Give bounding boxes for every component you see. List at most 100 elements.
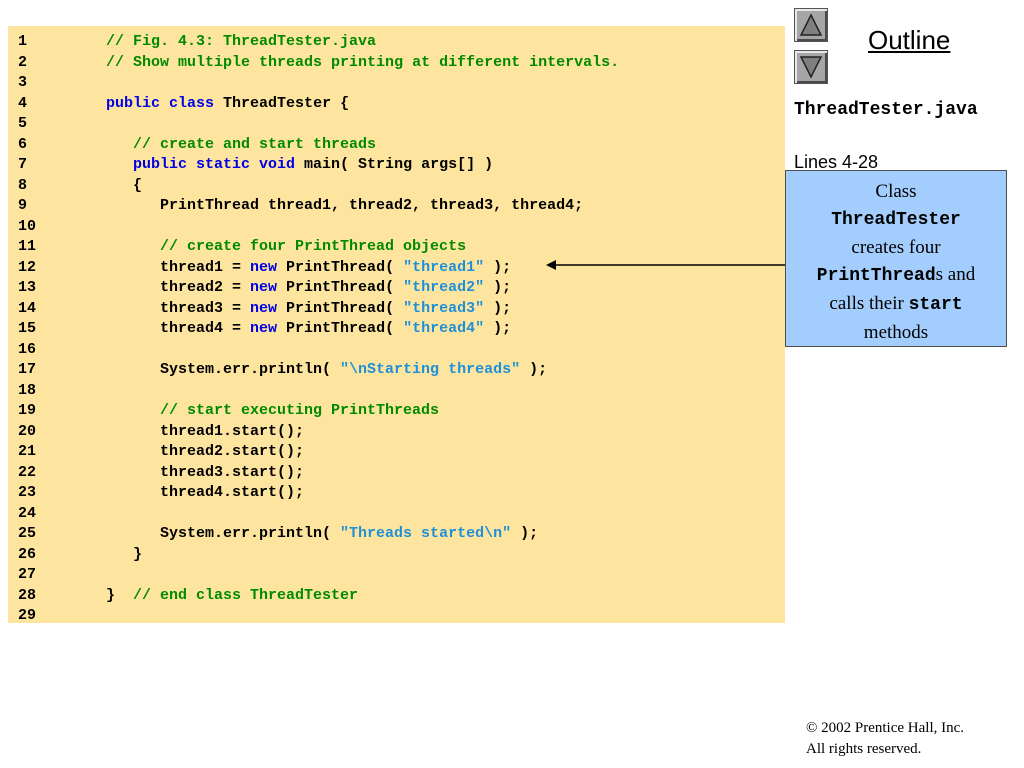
code-line: 10 bbox=[8, 217, 70, 237]
code-line: 3 bbox=[8, 73, 70, 93]
code-token: thread4 = bbox=[70, 320, 251, 337]
triangle-down-icon bbox=[799, 56, 823, 79]
code-token bbox=[70, 238, 160, 255]
code-token: "\nStarting threads" bbox=[340, 361, 521, 378]
code-token bbox=[70, 33, 106, 50]
code-token: main( String args[] ) bbox=[295, 156, 494, 173]
code-token bbox=[70, 402, 160, 419]
code-token: PrintThread( bbox=[277, 258, 404, 276]
code-line: 25 System.err.println( "Threads started\… bbox=[8, 524, 538, 544]
code-token: ); bbox=[484, 279, 512, 296]
line-number: 12 bbox=[18, 258, 37, 276]
code-token bbox=[70, 54, 106, 71]
code-line: 20 thread1.start(); bbox=[8, 422, 304, 442]
code-token: thread1 = bbox=[70, 258, 251, 276]
code-token bbox=[70, 136, 133, 153]
line-number: 3 bbox=[18, 74, 28, 91]
code-token: PrintThread thread1, thread2, thread3, t… bbox=[70, 197, 584, 214]
code-token: PrintThread( bbox=[277, 279, 404, 296]
code-token: "thread2" bbox=[403, 279, 485, 296]
code-line: 24 bbox=[8, 504, 70, 524]
code-token: ); bbox=[484, 299, 512, 317]
callout-text: creates four bbox=[851, 237, 941, 258]
code-line: 6 // create and start threads bbox=[8, 135, 376, 155]
callout-text: Class bbox=[875, 181, 917, 202]
code-token: thread4.start(); bbox=[70, 484, 305, 501]
code-line: 11 // create four PrintThread objects bbox=[8, 237, 466, 257]
code-line: 5 bbox=[8, 114, 70, 134]
code-token: PrintThread( bbox=[277, 299, 404, 317]
code-token: ThreadTester { bbox=[214, 94, 350, 112]
code-line: 29 bbox=[8, 606, 70, 626]
code-line: 2 // Show multiple threads printing at d… bbox=[8, 53, 619, 73]
code-token: { bbox=[70, 176, 143, 194]
line-number: 21 bbox=[18, 443, 37, 460]
line-number: 10 bbox=[18, 217, 37, 235]
code-token: new bbox=[250, 320, 278, 337]
code-line: 8 { bbox=[8, 176, 142, 196]
copyright-line: © 2002 Prentice Hall, Inc. bbox=[806, 720, 965, 736]
code-line: 28 } // end class ThreadTester bbox=[8, 586, 358, 606]
next-slide-button[interactable] bbox=[794, 50, 828, 84]
code-listing-panel bbox=[8, 26, 785, 623]
code-line: 27 bbox=[8, 565, 70, 585]
line-number: 15 bbox=[18, 320, 37, 337]
line-number: 27 bbox=[18, 566, 37, 583]
code-token: thread2.start(); bbox=[70, 443, 305, 460]
code-token: System.err.println( bbox=[70, 361, 341, 378]
code-token bbox=[70, 95, 106, 112]
code-line: 22 thread3.start(); bbox=[8, 463, 304, 483]
code-token: new bbox=[250, 258, 278, 276]
code-line: 13 thread2 = new PrintThread( "thread2" … bbox=[8, 278, 511, 298]
code-token: "Threads started\n" bbox=[340, 525, 512, 542]
code-token: System.err.println( bbox=[70, 525, 341, 542]
line-number: 9 bbox=[18, 197, 28, 214]
code-token: // create and start threads bbox=[133, 135, 377, 153]
line-number: 28 bbox=[18, 586, 37, 604]
previous-slide-button[interactable] bbox=[794, 8, 828, 42]
code-token: // start executing PrintThreads bbox=[160, 402, 440, 419]
code-token: "thread4" bbox=[403, 320, 485, 337]
rights-line: All rights reserved. bbox=[806, 741, 922, 757]
code-token: thread2 = bbox=[70, 279, 251, 296]
outline-title[interactable]: Outline bbox=[868, 25, 951, 55]
line-number: 26 bbox=[18, 545, 37, 563]
code-line: 19 // start executing PrintThreads bbox=[8, 401, 439, 421]
line-number: 1 bbox=[18, 33, 28, 50]
callout-text: methods bbox=[863, 322, 929, 343]
code-line: 26 } bbox=[8, 545, 142, 565]
code-line: 23 thread4.start(); bbox=[8, 483, 304, 503]
line-number: 25 bbox=[18, 525, 37, 542]
callout-code: start bbox=[908, 295, 963, 315]
line-number: 11 bbox=[18, 238, 37, 255]
callout-code: ThreadTester bbox=[831, 210, 961, 230]
code-token: thread3 = bbox=[70, 299, 251, 317]
line-number: 14 bbox=[18, 299, 37, 317]
callout-code: PrintThread bbox=[816, 266, 936, 286]
callout-text: calls their bbox=[829, 293, 904, 314]
code-token: new bbox=[250, 279, 278, 296]
code-line: 1 // Fig. 4.3: ThreadTester.java bbox=[8, 32, 376, 52]
code-token: ); bbox=[511, 525, 539, 542]
line-number: 16 bbox=[18, 340, 37, 358]
line-number: 2 bbox=[18, 53, 28, 71]
code-token bbox=[70, 156, 133, 173]
code-token: } bbox=[70, 545, 143, 563]
line-number: 29 bbox=[18, 607, 37, 624]
code-token: // Fig. 4.3: ThreadTester.java bbox=[106, 33, 377, 50]
line-number: 4 bbox=[18, 94, 28, 112]
code-token: } bbox=[70, 586, 134, 604]
code-line: 16 bbox=[8, 340, 70, 360]
code-token: // end class ThreadTester bbox=[133, 586, 359, 604]
code-token: "thread1" bbox=[403, 258, 485, 276]
code-line: 21 thread2.start(); bbox=[8, 442, 304, 462]
line-number: 22 bbox=[18, 463, 37, 481]
line-number: 23 bbox=[18, 484, 37, 501]
code-token: ); bbox=[484, 320, 512, 337]
copyright-notice: © 2002 Prentice Hall, Inc. All rights re… bbox=[806, 718, 964, 760]
file-title: ThreadTester.java bbox=[794, 100, 978, 120]
code-line: 18 bbox=[8, 381, 70, 401]
line-number: 18 bbox=[18, 381, 37, 399]
callout-text: s and bbox=[935, 264, 976, 285]
line-number: 8 bbox=[18, 176, 28, 194]
